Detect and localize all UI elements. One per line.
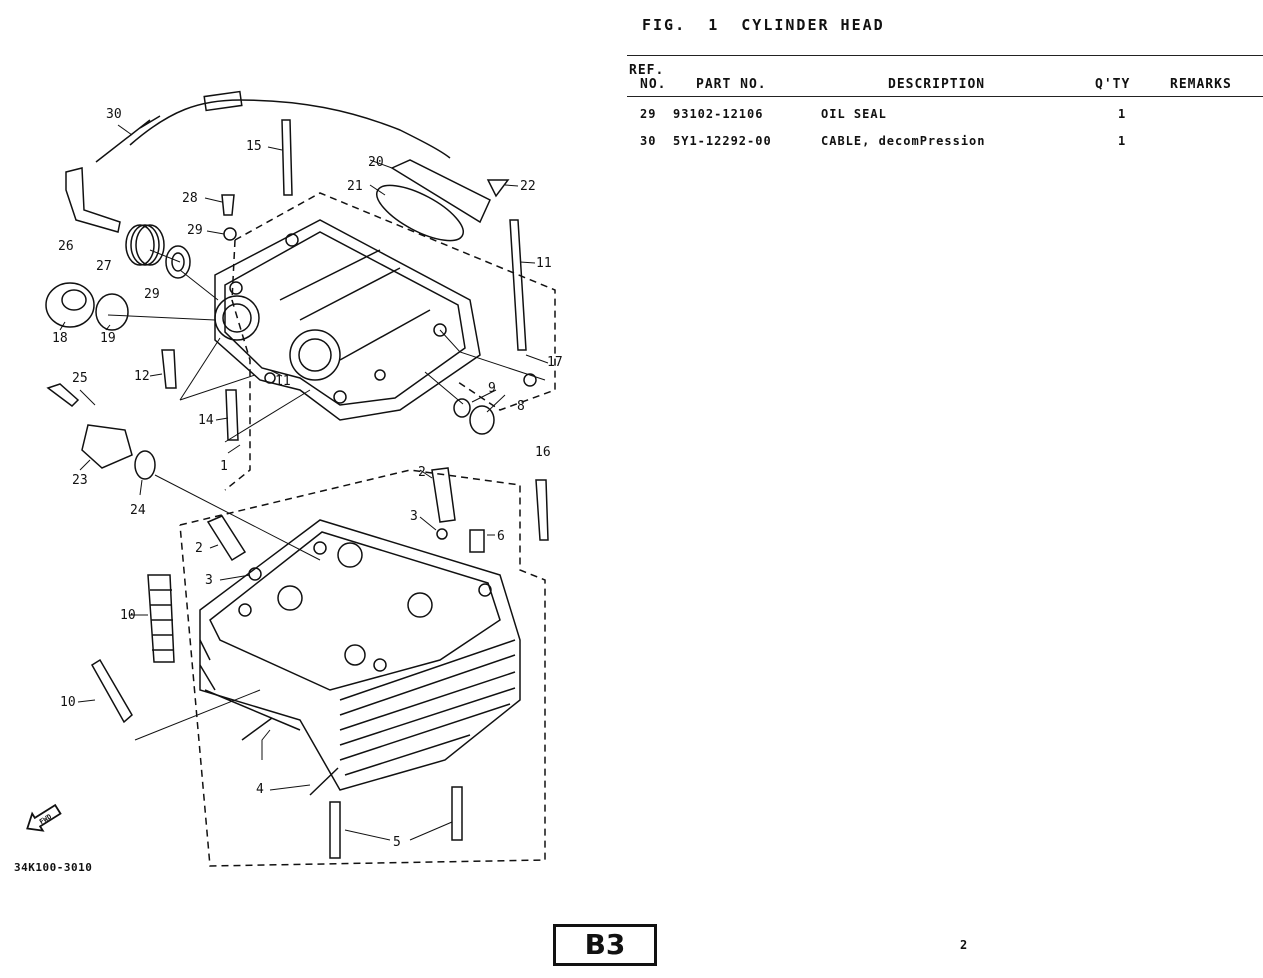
callout-21: 22 (520, 179, 536, 194)
callout-10: 10 (60, 695, 76, 710)
callout-19: 20 (368, 155, 384, 170)
side-cover (81, 424, 133, 469)
callout-25: 26 (58, 239, 74, 254)
callout-3-left: 3 (205, 573, 213, 588)
col-qty: Q'TY (1095, 77, 1131, 92)
col-remarks: REMARKS (1170, 77, 1232, 92)
stud-4b (309, 767, 339, 796)
decompression-lever (65, 167, 121, 233)
washer-16 (523, 373, 537, 387)
o-ring-small (453, 398, 471, 418)
o-ring-23 (134, 450, 156, 480)
cable-end (95, 115, 161, 163)
bolt-11 (509, 219, 527, 351)
fig-label: FIG. (642, 16, 687, 34)
clip-left (248, 567, 262, 581)
head-cover-dashed-outline (234, 192, 556, 411)
callout-29: 29 (144, 287, 160, 302)
fig-number: 1 (708, 16, 720, 34)
dowel-pin (469, 529, 485, 553)
leader-lines (59, 124, 549, 841)
fig-title: CYLINDER HEAD (741, 16, 885, 34)
callout-11-right: 11 (536, 256, 552, 271)
col-ref-no-line2: NO. (640, 77, 667, 92)
stud-5b (451, 786, 463, 841)
callout-17: 18 (52, 331, 68, 346)
col-part-no: PART NO. (696, 77, 767, 92)
valve-guide-left (206, 515, 247, 562)
row-part-no: 93102-12106 (673, 107, 764, 121)
callout-11-center: 11 (275, 374, 291, 389)
callouts: 30 15 20 21 22 28 29 26 27 29 11 18 19 1… (52, 107, 563, 850)
spark-plug-sleeve (147, 574, 175, 663)
bolt-15 (535, 479, 549, 541)
drawing-code: 34K100-3010 (14, 861, 93, 874)
plug (469, 405, 495, 435)
callout-26: 27 (96, 259, 112, 274)
stud-4a (241, 717, 273, 741)
callout-13: 14 (198, 413, 214, 428)
callout-18: 19 (100, 331, 116, 346)
row-qty: 1 (1118, 134, 1127, 148)
fwd-arrow-icon: FWD (26, 803, 62, 832)
callout-30: 30 (106, 107, 122, 122)
bolt-21 (486, 179, 510, 198)
col-description: DESCRIPTION (888, 77, 986, 92)
table-top-rule (627, 55, 1263, 56)
section-badge: B3 (553, 924, 657, 966)
head-cover (214, 219, 481, 421)
callout-2-left: 2 (195, 541, 203, 556)
decompression-cable (129, 99, 451, 159)
callout-9: 10 (120, 608, 136, 623)
callout-28: 29 (187, 223, 203, 238)
spark-plug (90, 658, 133, 724)
figure-title: FIG. 1 CYLINDER HEAD (642, 16, 885, 34)
callout-2-top: 2 (418, 465, 426, 480)
row-description: CABLE, decomPression (821, 134, 986, 148)
callout-3-top: 3 (410, 509, 418, 524)
cable-adjuster (203, 90, 243, 112)
bolt-14 (281, 119, 293, 196)
return-spring (125, 224, 165, 266)
gasket (390, 159, 491, 224)
bolt-27 (221, 194, 235, 216)
row-ref: 30 (640, 134, 657, 148)
callout-27: 28 (182, 191, 198, 206)
callout-1: 1 (220, 459, 228, 474)
callout-6: 6 (497, 529, 505, 544)
callout-7: 8 (517, 399, 525, 414)
page-number: 2 (960, 938, 968, 952)
row-qty: 1 (1118, 107, 1127, 121)
callout-4: 4 (256, 782, 264, 797)
callout-22: 23 (72, 473, 88, 488)
callout-23: 24 (130, 503, 146, 518)
callout-15: 16 (535, 445, 551, 460)
tappet-cover-cap (45, 282, 95, 328)
callout-20: 21 (347, 179, 363, 194)
washer-28 (223, 227, 237, 241)
head-dashed-outline (179, 469, 546, 867)
callout-12: 12 (134, 369, 150, 384)
callout-16: 17 (547, 355, 563, 370)
oil-seal (165, 245, 191, 279)
bolt-12 (161, 349, 177, 389)
callout-24: 25 (72, 371, 88, 386)
o-ring-large (376, 184, 464, 242)
o-ring (95, 293, 129, 331)
callout-5: 5 (393, 835, 401, 850)
valve-guide (431, 467, 456, 523)
cylinder-head-exploded-diagram: 30 15 20 21 22 28 29 26 27 29 11 18 19 1… (26, 90, 563, 867)
row-description: OIL SEAL (821, 107, 887, 121)
table-header-rule (627, 96, 1263, 97)
bolt-13 (225, 389, 239, 441)
row-ref: 29 (640, 107, 657, 121)
callout-8: 9 (488, 381, 496, 396)
col-ref-no-line1: REF. (629, 63, 665, 78)
callout-14: 15 (246, 139, 262, 154)
row-part-no: 5Y1-12292-00 (673, 134, 772, 148)
clip (436, 528, 448, 540)
cylinder-head (199, 519, 521, 791)
stud-5a (329, 801, 341, 859)
bolt-24 (46, 383, 80, 407)
